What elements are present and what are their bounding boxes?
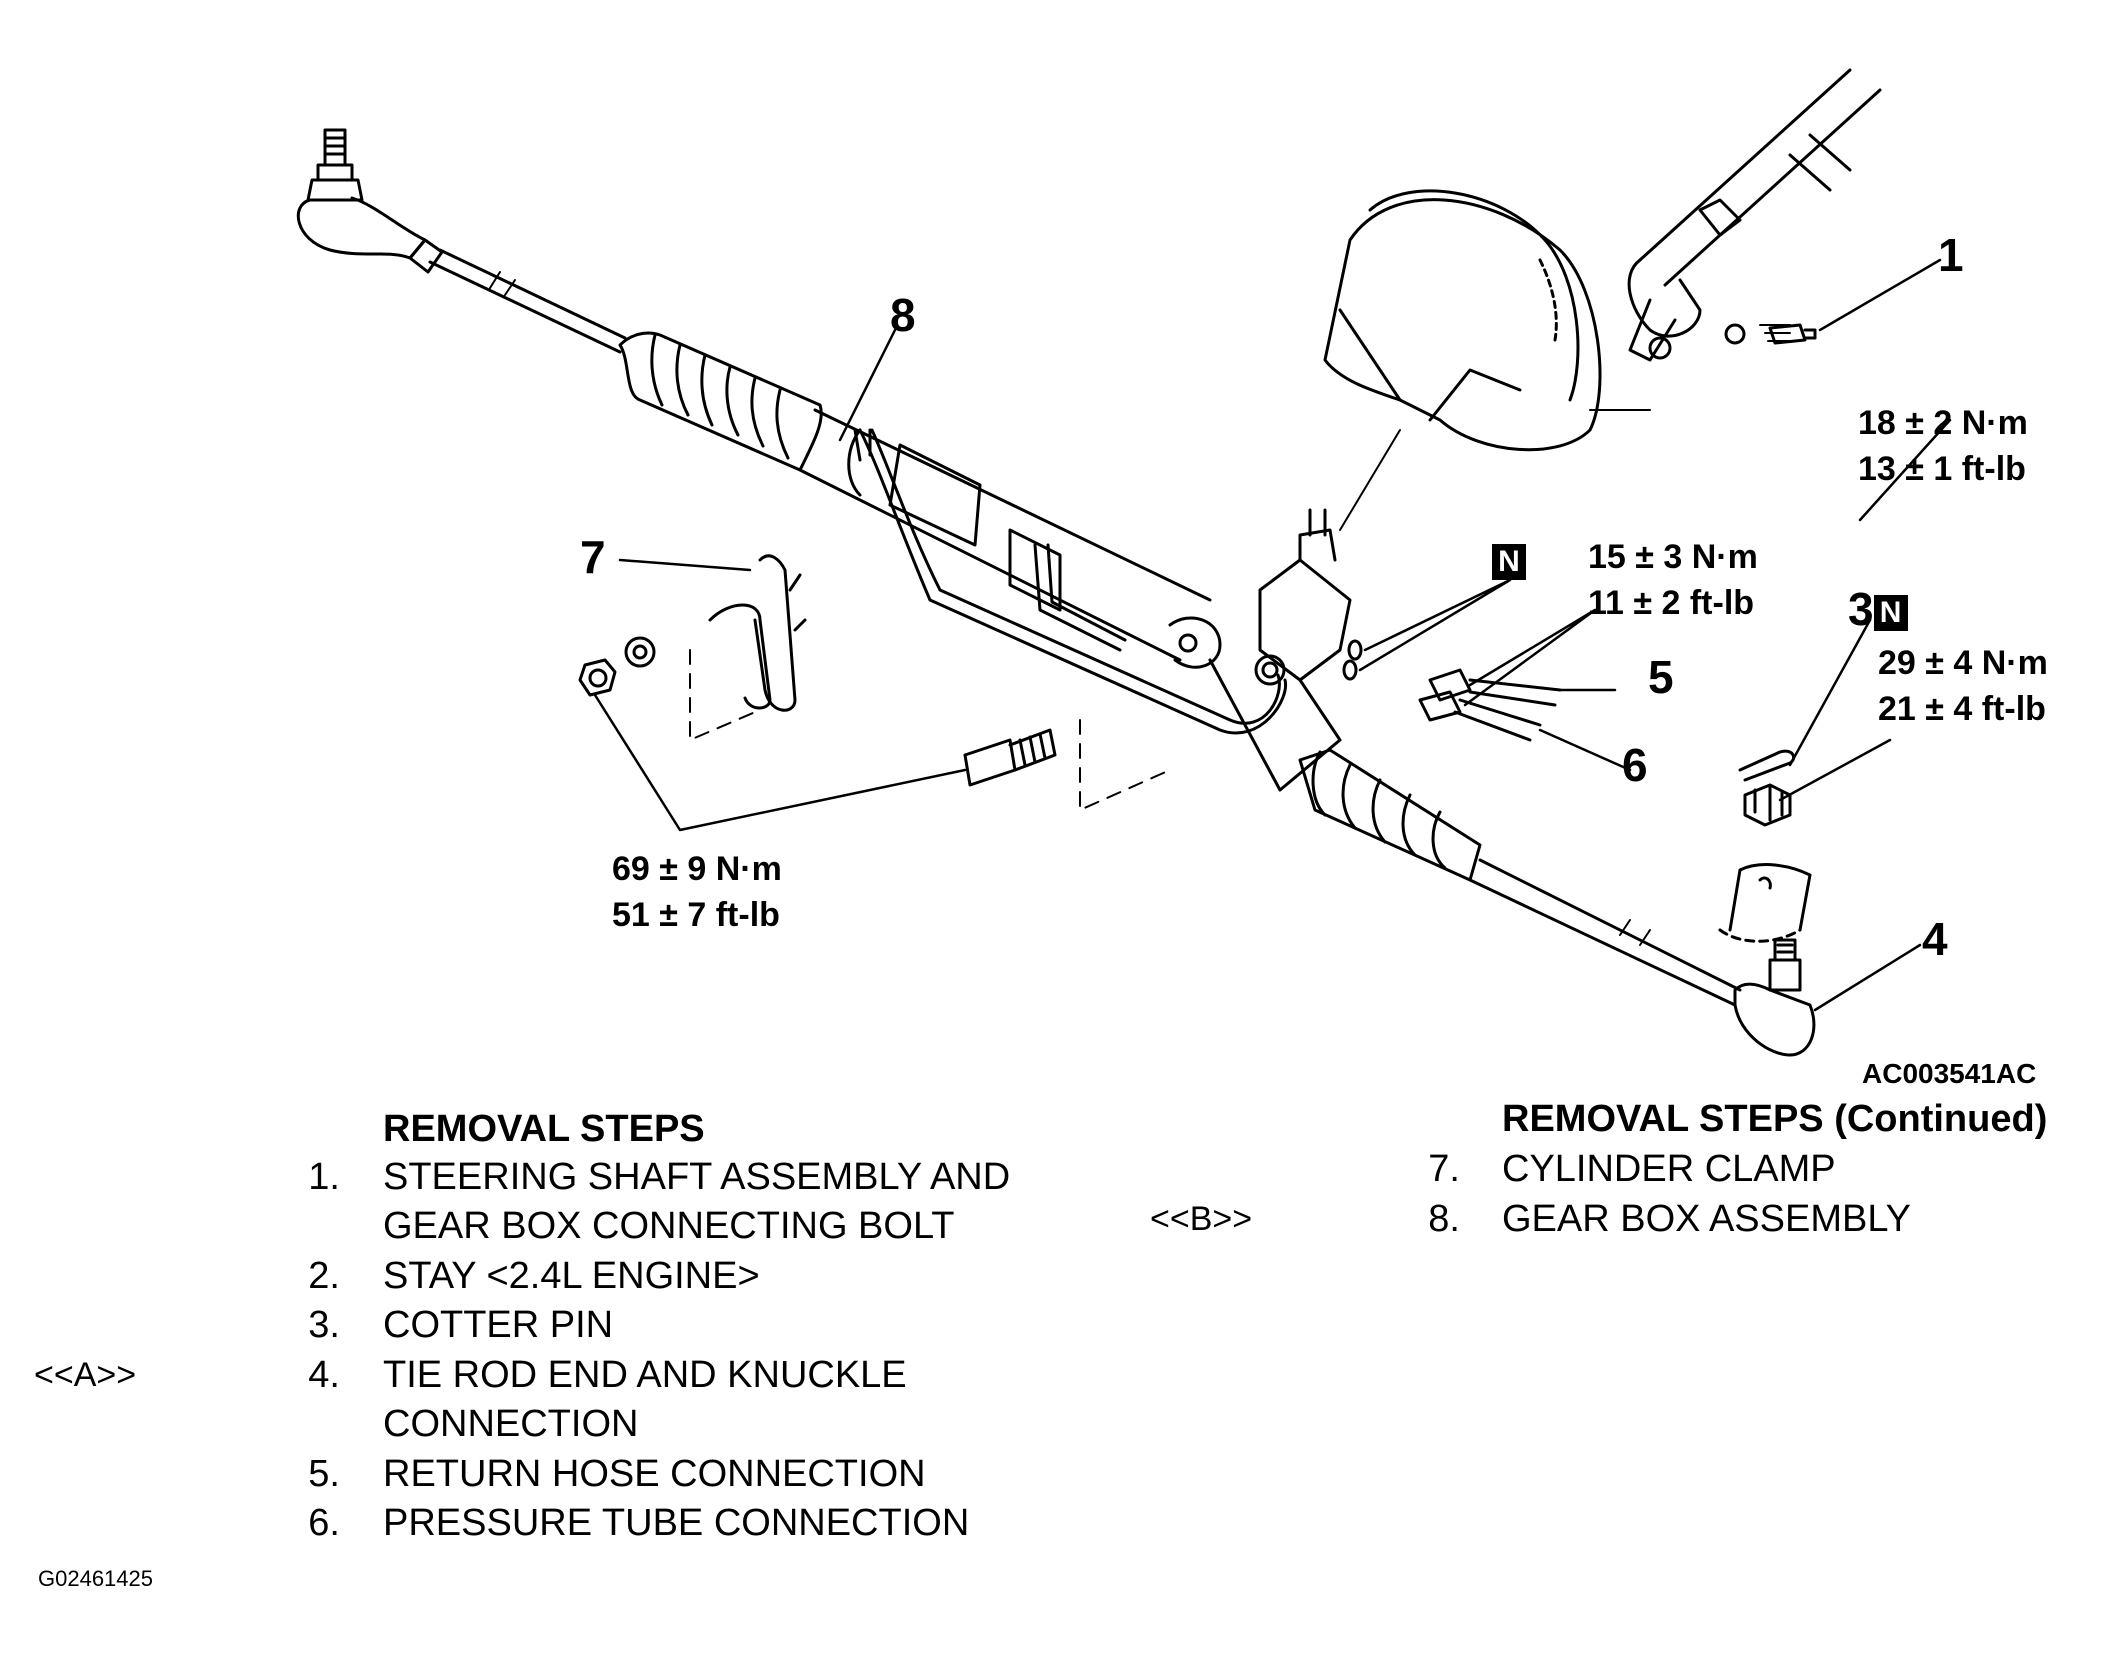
torque-label-bolt-1: 18 ± 2 N·m 13 ± 1 ft-lb <box>1858 400 2028 492</box>
non-reusable-mark: N <box>1873 594 1908 631</box>
pressure-tube-fitting <box>1418 690 1542 742</box>
non-reusable-mark: N <box>1492 544 1526 580</box>
right-tie-rod <box>1468 858 1742 1007</box>
washer <box>1724 323 1746 345</box>
clamp-washer <box>624 636 656 668</box>
left-boot <box>618 331 823 472</box>
step-text: STAY <2.4L ENGINE> <box>383 1255 760 1297</box>
leader-lines <box>593 258 1952 1012</box>
callout-5: 5 <box>1648 651 1674 703</box>
clamp-nut <box>578 658 617 697</box>
torque-nm: 15 ± 3 N·m <box>1588 538 1758 576</box>
mounting-bolt <box>963 728 1057 787</box>
knuckle-bracket <box>1728 863 1812 932</box>
torque-ftlb: 11 ± 2 ft-lb <box>1588 584 1755 622</box>
step-number: 7. <box>1428 1148 1460 1190</box>
connecting-bolt <box>1759 323 1817 345</box>
torque-nm: 29 ± 4 N·m <box>1878 644 2048 682</box>
torque-nm: 18 ± 2 N·m <box>1858 404 2028 442</box>
rack-housing <box>798 408 1212 662</box>
non-reusable-marker-oring: N <box>1492 544 1526 580</box>
step-text: RETURN HOSE CONNECTION <box>383 1453 926 1495</box>
torque-label-mounting: 69 ± 9 N·m 51 ± 7 ft-lb <box>612 846 782 938</box>
callout-8: 8 <box>890 289 916 341</box>
return-hose <box>1428 668 1562 707</box>
removal-steps: REMOVAL STEPS 1. STEERING SHAFT ASSEMBLY… <box>0 1104 1150 1564</box>
torque-ftlb: 51 ± 7 ft-lb <box>612 896 780 934</box>
right-boot <box>1298 748 1482 882</box>
step-text: CYLINDER CLAMP <box>1502 1148 1836 1190</box>
o-ring <box>1347 639 1363 661</box>
step-text: GEAR BOX ASSEMBLY <box>1502 1198 1912 1240</box>
removal-steps-title: REMOVAL STEPS <box>383 1108 705 1150</box>
callout-4: 4 <box>1922 913 1948 965</box>
pinion-housing <box>1168 508 1352 792</box>
step-text: PRESSURE TUBE CONNECTION <box>383 1502 970 1544</box>
removal-steps-continued: REMOVAL STEPS (Continued) 7. CYLINDER CL… <box>1150 1098 2110 1248</box>
step-number: 1. <box>308 1156 340 1198</box>
cylinder-clamp <box>708 554 807 712</box>
callout-6: 6 <box>1622 739 1648 791</box>
step-text: CONNECTION <box>383 1403 639 1445</box>
diagram-code: AC003541AC <box>1862 1058 2037 1089</box>
procedure-ref-a: <<A>> <box>34 1356 137 1394</box>
step-number: 4. <box>308 1354 340 1396</box>
step-number: 8. <box>1428 1198 1460 1240</box>
figure-code: G02461425 <box>38 1566 153 1591</box>
castle-nut <box>1743 783 1792 827</box>
dust-cover <box>1323 189 1602 452</box>
removal-steps-continued-title: REMOVAL STEPS (Continued) <box>1502 1098 2048 1140</box>
torque-label-nut-3: 29 ± 4 N·m 21 ± 4 ft-lb <box>1878 640 2048 732</box>
torque-label-hose: 15 ± 3 N·m 11 ± 2 ft-lb <box>1588 534 1758 626</box>
left-tie-rod-end <box>296 128 444 274</box>
callout-3-number: 3 <box>1848 583 1874 635</box>
step-text: STEERING SHAFT ASSEMBLY AND <box>383 1156 1011 1198</box>
step-text: GEAR BOX CONNECTING BOLT <box>383 1205 955 1247</box>
right-tie-rod-end <box>1733 938 1816 1057</box>
callout-7: 7 <box>580 531 606 583</box>
step-number: 5. <box>308 1453 340 1495</box>
pressure-tubes <box>853 428 1288 735</box>
step-number: 2. <box>308 1255 340 1297</box>
torque-ftlb: 21 ± 4 ft-lb <box>1878 690 2046 728</box>
callout-1: 1 <box>1938 229 1964 281</box>
step-text: COTTER PIN <box>383 1304 614 1346</box>
left-tie-rod <box>428 248 627 354</box>
torque-ftlb: 13 ± 1 ft-lb <box>1858 450 2026 488</box>
torque-nm: 69 ± 9 N·m <box>612 850 782 888</box>
steering-shaft <box>1627 68 1882 362</box>
cotter-pin <box>1738 749 1796 782</box>
procedure-ref-b: <<B>> <box>1150 1200 1253 1238</box>
step-text: TIE ROD END AND KNUCKLE <box>383 1354 907 1396</box>
step-number: 3. <box>308 1304 340 1346</box>
step-number: 6. <box>308 1502 340 1544</box>
